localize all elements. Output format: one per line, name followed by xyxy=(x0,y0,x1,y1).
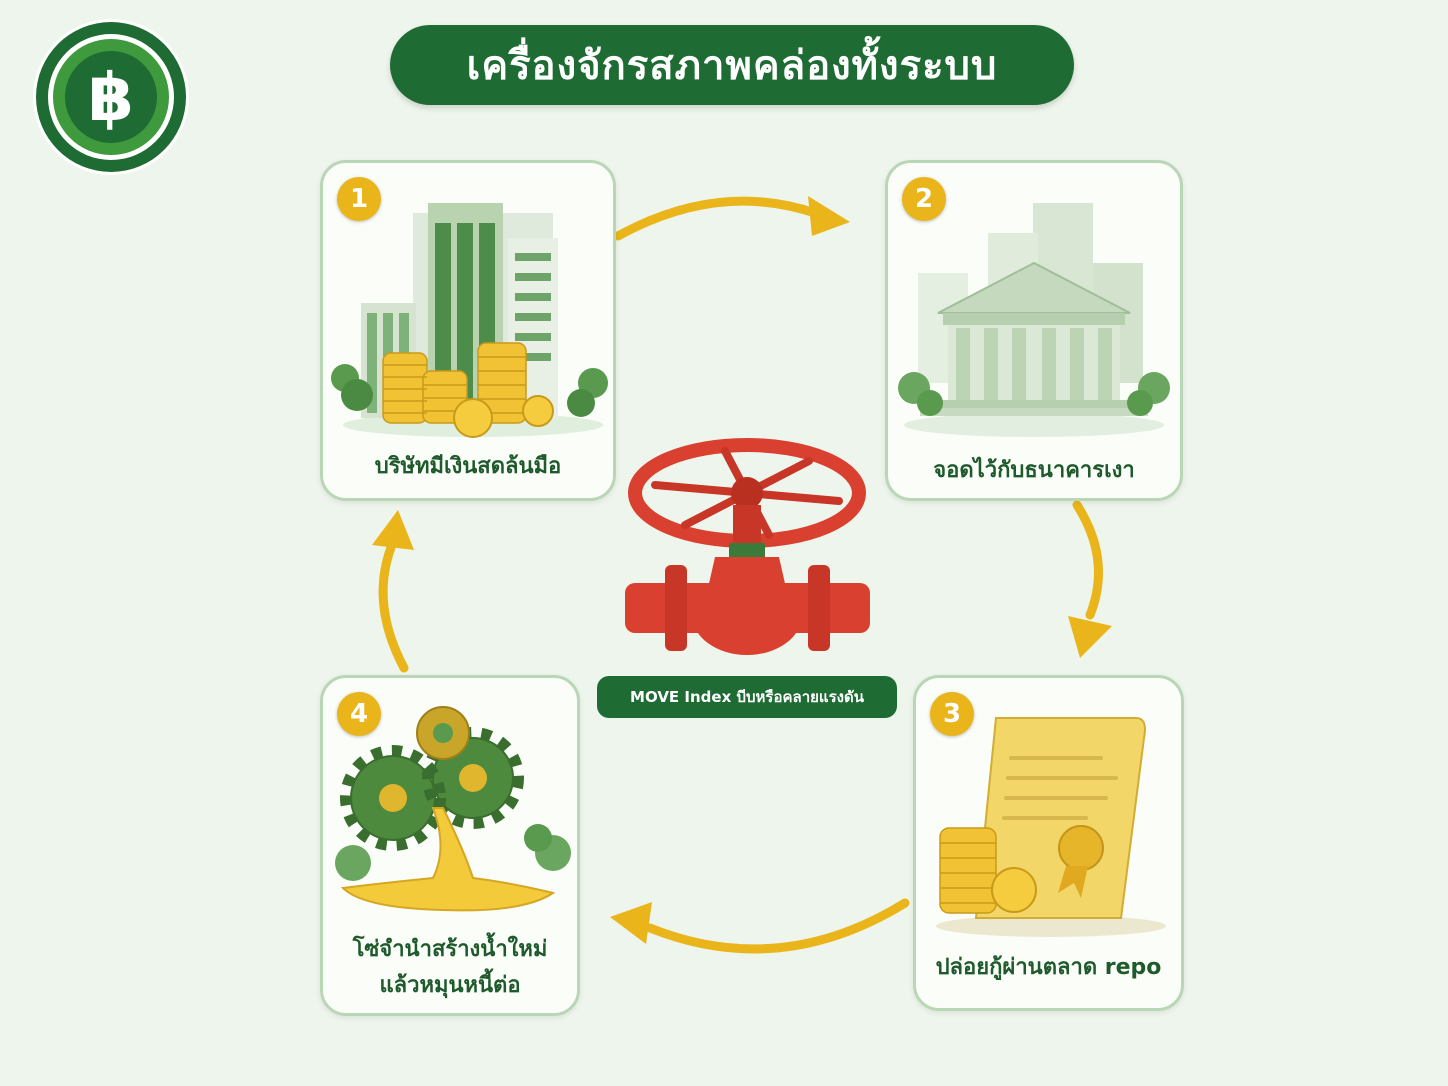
step-number-3: 3 xyxy=(930,692,974,736)
baht-logo-icon: ฿ xyxy=(33,19,189,175)
step-label-4-line-1: โซ่จำนำสร้างน้ำใหม่ xyxy=(352,937,548,962)
arrowhead-4 xyxy=(372,510,414,550)
step-card-4: 4 โซ่จำนำสร้างน้ำใหม่ แล้วหมุนหนี้ต่อ xyxy=(320,675,580,1016)
arrow-1-to-2 xyxy=(613,196,823,241)
arrowhead-3 xyxy=(610,902,652,944)
step-label-2: จอดไว้กับธนาคารเงา xyxy=(933,458,1135,483)
arrowhead-2 xyxy=(1068,616,1112,658)
arrow-4-to-1 xyxy=(378,535,409,673)
step-card-3: 3 ปล่อยกู้ผ่านตลาด repo xyxy=(913,675,1184,1011)
page-title: เครื่องจักรสภาพคล่องทั้งระบบ xyxy=(390,25,1074,105)
baht-symbol: ฿ xyxy=(88,59,134,136)
step-label-1: บริษัทมีเงินสดล้นมือ xyxy=(374,454,562,479)
bank-building-icon xyxy=(898,203,1170,437)
move-index-label: MOVE Index บีบหรือคลายแรงดัน xyxy=(597,676,897,718)
certificate-coins-icon xyxy=(936,717,1166,937)
gears-liquid-icon xyxy=(335,706,571,912)
step-label-4-line-2: แล้วหมุนหนี้ต่อ xyxy=(379,973,521,998)
arrow-2-to-3 xyxy=(1072,500,1103,620)
step-card-1: 1 บริษัทมีเงินสดล้นมือ xyxy=(320,160,616,501)
step-card-2: 2 จอดไว้กับธนาคารเงา xyxy=(885,160,1183,501)
step-label-3: ปล่อยกู้ผ่านตลาด repo xyxy=(935,955,1162,980)
office-coins-icon xyxy=(331,203,608,438)
arrowhead-1 xyxy=(808,196,850,236)
arrow-3-to-4 xyxy=(645,898,910,954)
step-number-1: 1 xyxy=(337,177,381,221)
valve-icon xyxy=(625,438,870,655)
step-number-4: 4 xyxy=(337,692,381,736)
step-number-2: 2 xyxy=(902,177,946,221)
